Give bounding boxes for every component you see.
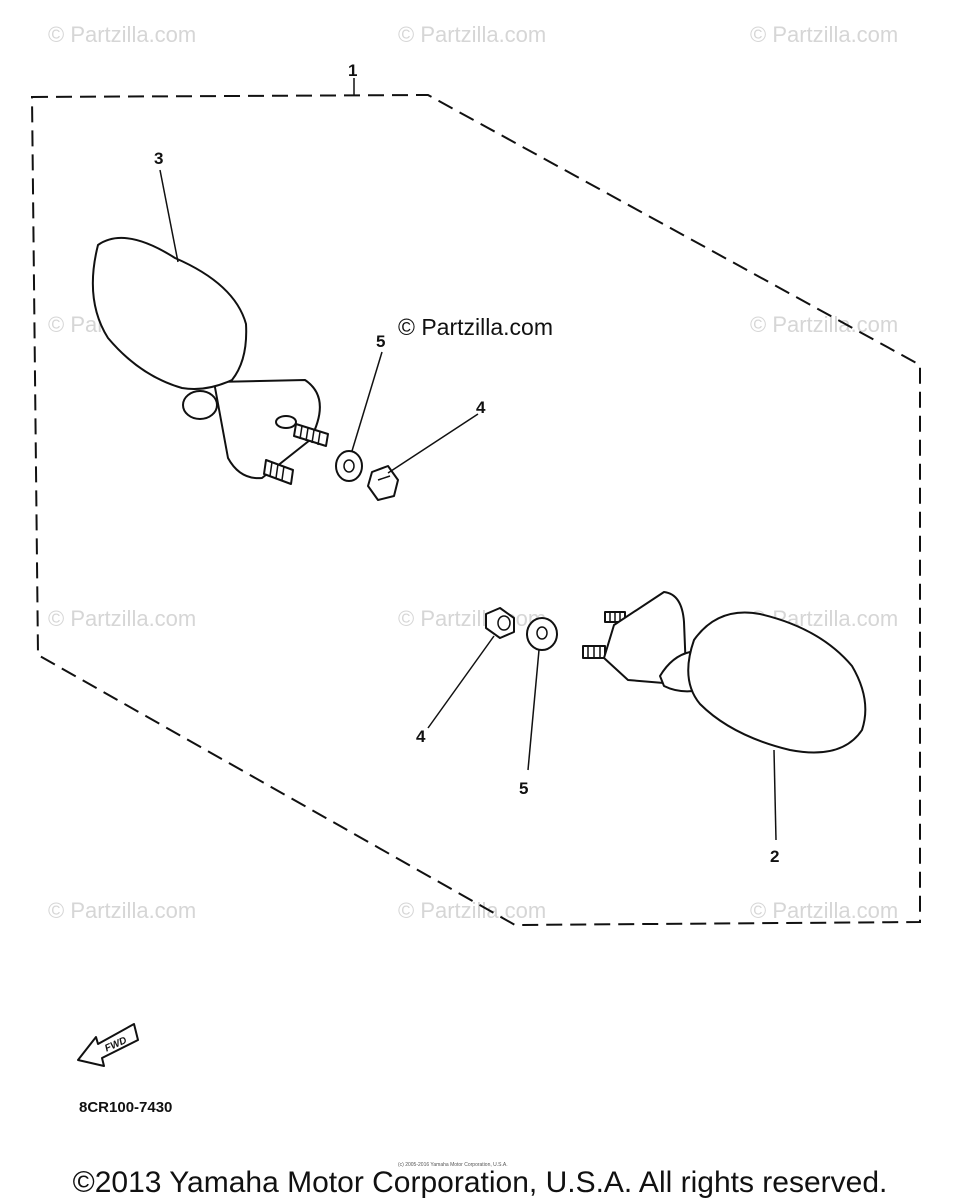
left-mirror[interactable] bbox=[91, 236, 329, 485]
leader-line-5-lower bbox=[527, 649, 540, 771]
callout-4-lower[interactable]: 4 bbox=[416, 727, 426, 746]
copyright-notice: ©2013 Yamaha Motor Corporation, U.S.A. A… bbox=[73, 1166, 888, 1199]
callout-2[interactable]: 2 bbox=[770, 847, 779, 866]
callout-5-lower[interactable]: 5 bbox=[519, 779, 528, 798]
diagram-code: 8CR100-7430 bbox=[79, 1099, 172, 1116]
washer-upper[interactable] bbox=[335, 450, 363, 482]
leader-line-4-upper bbox=[387, 413, 479, 474]
leader-line-3 bbox=[159, 169, 179, 263]
watermark: © Partzilla.com bbox=[750, 22, 898, 47]
watermark: © Partzilla.com bbox=[398, 22, 546, 47]
watermark: © Partzilla.com bbox=[750, 898, 898, 923]
callout-5-upper[interactable]: 5 bbox=[376, 332, 385, 351]
callout-1[interactable]: 1 bbox=[348, 61, 357, 80]
fwd-arrow-icon: FWD bbox=[77, 1023, 139, 1067]
watermark: © Partzilla.com bbox=[398, 606, 546, 631]
leader-line-5-upper bbox=[351, 351, 383, 452]
nut-upper[interactable] bbox=[367, 465, 399, 501]
watermark: © Partzilla.com bbox=[48, 22, 196, 47]
washer-lower[interactable] bbox=[526, 617, 558, 651]
callout-3[interactable]: 3 bbox=[154, 149, 163, 168]
right-mirror[interactable] bbox=[582, 591, 867, 754]
watermark: © Partzilla.com bbox=[398, 898, 546, 923]
fine-print: (c) 2005-2016 Yamaha Motor Corporation, … bbox=[398, 1162, 508, 1168]
watermark: © Partzilla.com bbox=[48, 606, 196, 631]
callout-4-upper[interactable]: 4 bbox=[476, 398, 486, 417]
watermark: © Partzilla.com bbox=[48, 898, 196, 923]
leader-line-4-lower bbox=[427, 635, 495, 729]
nut-lower[interactable] bbox=[485, 607, 515, 639]
assembly-boundary bbox=[30, 93, 921, 927]
watermark-center: © Partzilla.com bbox=[398, 314, 553, 340]
watermark-layer: © Partzilla.com © Partzilla.com © Partzi… bbox=[48, 22, 898, 923]
leader-line-2 bbox=[773, 749, 777, 841]
watermark: © Partzilla.com bbox=[750, 312, 898, 337]
